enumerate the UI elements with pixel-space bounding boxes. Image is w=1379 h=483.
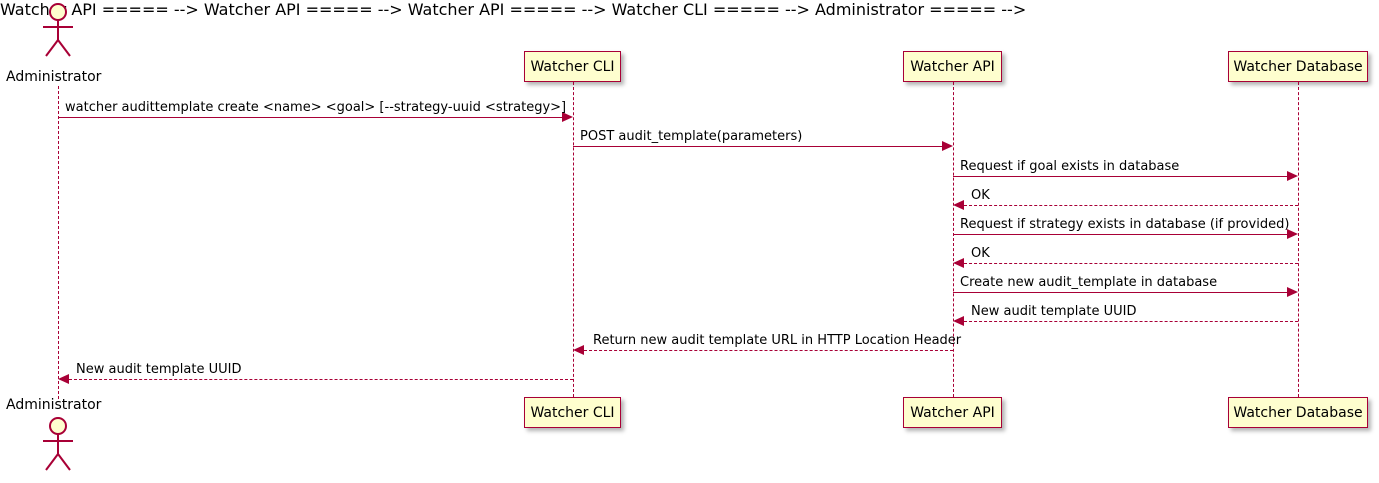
- message-line-9: [69, 379, 573, 380]
- message-label-4: Request if strategy exists in database (…: [960, 217, 1290, 232]
- participant-watcher-api-bottom[interactable]: Watcher API: [903, 397, 1002, 428]
- message-label-3: OK: [971, 188, 990, 203]
- participant-label-watcher-cli-top: Watcher CLI: [530, 58, 615, 75]
- participant-watcher-api-top[interactable]: Watcher API: [903, 51, 1002, 82]
- message-arrowhead-6: [1287, 287, 1298, 297]
- participant-watcher-database-top[interactable]: Watcher Database: [1228, 51, 1368, 82]
- message-line-4: [953, 234, 1289, 235]
- lifeline-administrator: [58, 86, 59, 399]
- message-arrowhead-0: [562, 112, 573, 122]
- actor-administrator-bottom: [28, 416, 88, 472]
- actor-label-administrator-top: Administrator: [6, 69, 102, 85]
- message-line-3: [964, 205, 1298, 206]
- participant-label-watcher-database-bottom: Watcher Database: [1233, 404, 1363, 421]
- message-arrowhead-2: [1287, 171, 1298, 181]
- participant-label-watcher-cli-bottom: Watcher CLI: [530, 404, 615, 421]
- message-arrowhead-7: [953, 316, 964, 326]
- message-line-1: [573, 146, 944, 147]
- message-label-2: Request if goal exists in database: [960, 159, 1180, 174]
- participant-label-watcher-api-top: Watcher API: [910, 58, 995, 75]
- actor-stick-figure-icon: [43, 417, 73, 471]
- message-label-1: POST audit_template(parameters): [580, 129, 803, 144]
- message-label-9: New audit template UUID: [76, 362, 242, 377]
- participant-watcher-cli-bottom[interactable]: Watcher CLI: [524, 397, 621, 428]
- message-label-6: Create new audit_template in database: [960, 275, 1218, 290]
- message-label-0: watcher audittemplate create <name> <goa…: [65, 100, 567, 115]
- actor-label-administrator-bottom: Administrator: [6, 397, 102, 413]
- message-arrowhead-5: [953, 258, 964, 268]
- message-line-8: [584, 350, 953, 351]
- lifeline-watcher-api: [953, 82, 954, 397]
- message-line-7: [964, 321, 1298, 322]
- lifeline-watcher-cli: [573, 82, 574, 397]
- message-arrowhead-1: [942, 141, 953, 151]
- message-arrowhead-4: [1287, 229, 1298, 239]
- actor-stick-figure-icon: [43, 3, 73, 57]
- message-line-2: [953, 176, 1289, 177]
- participant-label-watcher-api-bottom: Watcher API: [910, 404, 995, 421]
- message-label-7: New audit template UUID: [971, 304, 1137, 319]
- message-arrowhead-9: [58, 374, 69, 384]
- message-line-5: [964, 263, 1298, 264]
- message-arrowhead-8: [573, 345, 584, 355]
- lifeline-watcher-database: [1298, 82, 1299, 397]
- message-line-6: [953, 292, 1289, 293]
- participant-watcher-database-bottom[interactable]: Watcher Database: [1228, 397, 1368, 428]
- actor-administrator-top: [28, 2, 88, 58]
- participant-label-watcher-database-top: Watcher Database: [1233, 58, 1363, 75]
- message-line-0: [58, 117, 564, 118]
- message-label-8: Return new audit template URL in HTTP Lo…: [593, 333, 962, 348]
- message-arrowhead-3: [953, 200, 964, 210]
- participant-watcher-cli-top[interactable]: Watcher CLI: [524, 51, 621, 82]
- message-label-5: OK: [971, 246, 990, 261]
